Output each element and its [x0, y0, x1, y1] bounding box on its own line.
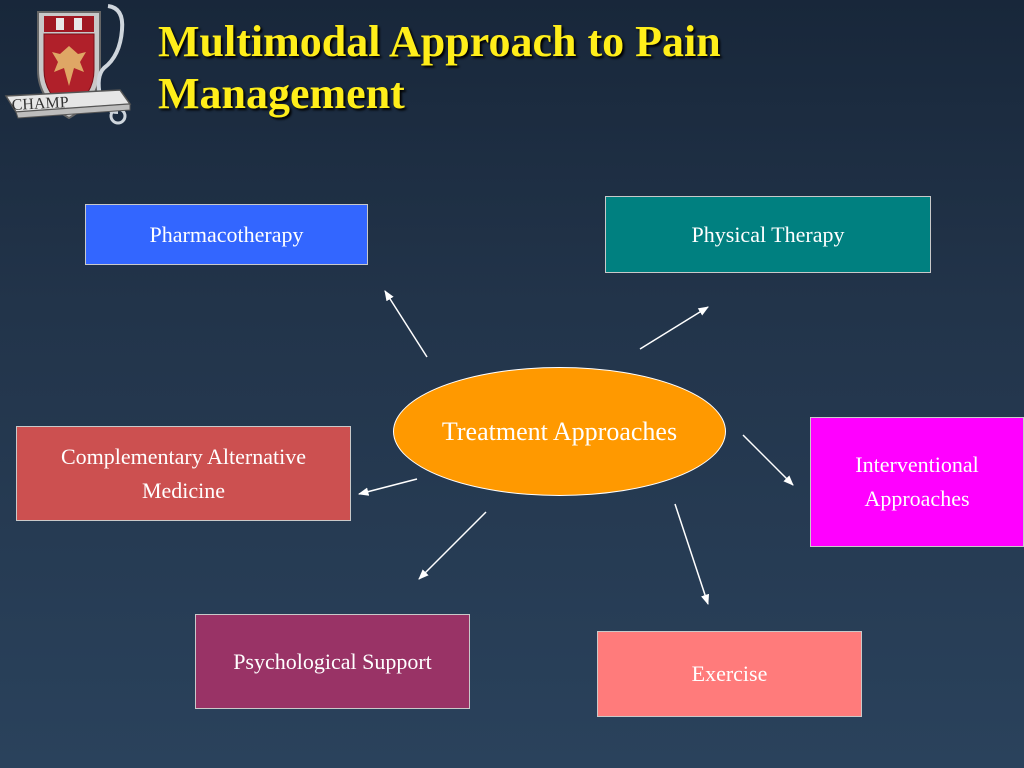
- node-label: Physical Therapy: [691, 221, 845, 247]
- node-pharmacotherapy: Pharmacotherapy: [85, 204, 368, 265]
- eagle-figure: [52, 46, 86, 86]
- arrow-to-complementary: [357, 478, 418, 496]
- node-label: Interventional Approaches: [855, 452, 979, 511]
- node-label: Complementary Alternative Medicine: [61, 443, 306, 503]
- arrow-to-psychological: [418, 511, 487, 580]
- arrow-to-physical-therapy: [639, 306, 709, 350]
- node-psychological-support: Psychological Support: [195, 614, 470, 709]
- center-node-treatment-approaches: Treatment Approaches: [393, 367, 726, 496]
- node-physical-therapy: Physical Therapy: [605, 196, 931, 273]
- node-exercise: Exercise: [597, 631, 862, 717]
- node-label: Pharmacotherapy: [149, 221, 304, 247]
- node-label: Psychological Support: [233, 648, 432, 674]
- node-complementary-alternative-medicine: Complementary Alternative Medicine: [16, 426, 351, 521]
- arrow-to-interventional: [742, 434, 794, 486]
- node-interventional-approaches: Interventional Approaches: [810, 417, 1024, 547]
- arrow-to-pharmacotherapy: [384, 290, 428, 358]
- node-label: Exercise: [691, 661, 768, 686]
- champ-logo: CHAMP: [4, 4, 132, 125]
- arrow-to-exercise: [674, 503, 710, 605]
- logo-text: CHAMP: [11, 94, 69, 114]
- slide-title: Multimodal Approach to Pain Management: [158, 17, 721, 118]
